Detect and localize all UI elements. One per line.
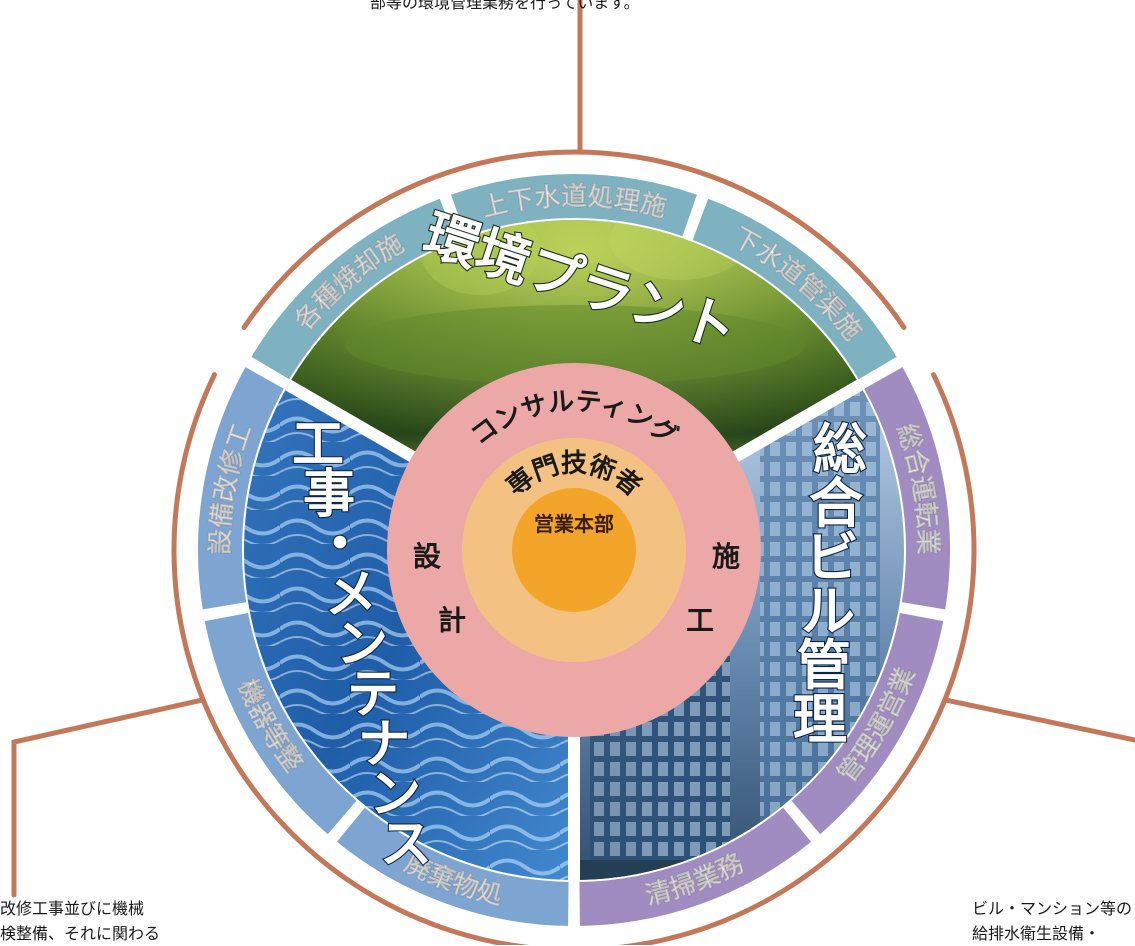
- svg-text:ビ: ビ: [805, 526, 859, 589]
- svg-text:管: 管: [797, 634, 851, 697]
- svg-text:ン: ン: [336, 615, 388, 675]
- svg-text:合: 合: [809, 472, 863, 535]
- svg-text:ル: ル: [801, 580, 855, 643]
- svg-text:総: 総: [813, 418, 867, 481]
- svg-text:ス: ス: [380, 815, 432, 875]
- top-caption: 部等の環境管理業務を行っています。: [370, 0, 640, 12]
- svg-text:ナ: ナ: [358, 715, 410, 775]
- right-caption-line-1: ビル・マンション等の: [972, 899, 1133, 918]
- construction-char-1: 施: [712, 540, 740, 573]
- sales-hq-label: 営業本部: [534, 512, 614, 536]
- sales-hq-core: [512, 488, 636, 612]
- construction-char-2: 工: [686, 604, 714, 637]
- right-caption-line-2: 給排水衛生設備・: [972, 924, 1101, 943]
- svg-text:メ: メ: [325, 565, 377, 625]
- water-treatment-segment-label: 上下水道処理施: [479, 181, 670, 224]
- svg-text:理: 理: [793, 688, 847, 751]
- design-char-2: 計: [438, 604, 466, 637]
- left-caption-line-1: 改修工事並びに機械: [0, 899, 145, 918]
- svg-text:工: 工: [292, 415, 344, 475]
- svg-text:ン: ン: [369, 765, 421, 825]
- design-char-1: 設: [413, 540, 442, 573]
- bracket-lines: [11, 0, 1135, 945]
- left-caption-line-2: 検整備、それに関わる: [0, 924, 161, 943]
- svg-text:テ: テ: [347, 665, 399, 725]
- svg-text:事: 事: [303, 465, 355, 525]
- svg-text:・: ・: [314, 515, 366, 575]
